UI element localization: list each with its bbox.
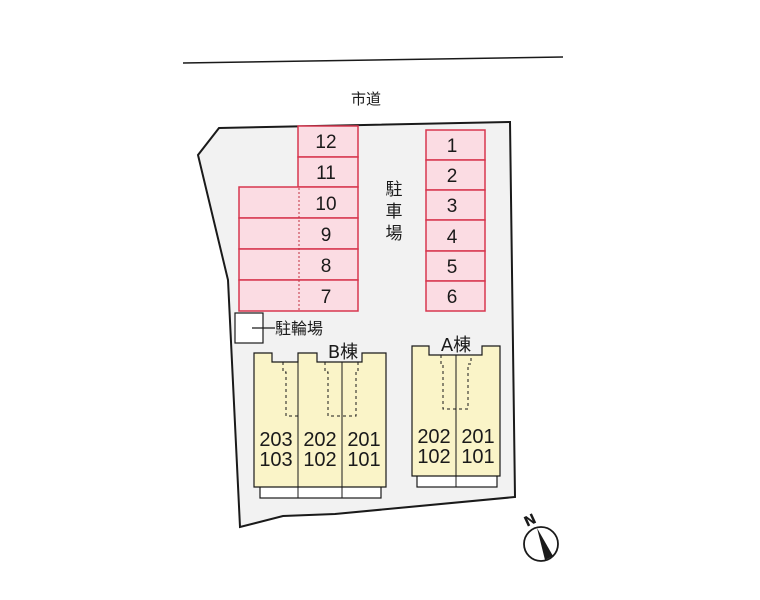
parking-space-2 [425, 159, 486, 191]
unit-102: 102 [303, 449, 336, 471]
unit-101: 101 [461, 446, 494, 468]
parking-label: 駐 車 場 [386, 180, 403, 244]
bicycle-parking-label: 駐輪場 [275, 319, 323, 338]
parking-space-12 [297, 125, 359, 158]
parking-block-right: 1 2 3 4 5 6 [425, 129, 486, 312]
building-b-label: B棟 [328, 342, 358, 363]
unit-102: 102 [417, 446, 450, 468]
space-label-12: 12 [315, 132, 336, 153]
parking-space-3 [425, 189, 486, 221]
parking-label-char: 車 [386, 202, 403, 222]
parking-space-1 [425, 129, 486, 161]
unit-201: 201 [347, 429, 380, 451]
parking-block-left: 12 11 10 9 8 7 [238, 125, 359, 312]
space-label-2: 2 [447, 166, 458, 187]
unit-201: 201 [461, 426, 494, 448]
building-a-label: A棟 [441, 335, 471, 356]
parking-space-4 [425, 219, 486, 252]
space-label-8: 8 [321, 256, 332, 277]
space-label-11: 11 [316, 163, 336, 184]
unit-202: 202 [303, 429, 336, 451]
space-label-7: 7 [321, 287, 332, 308]
parking-space-6 [425, 280, 486, 312]
north-compass-icon: N [522, 511, 559, 562]
balcony [416, 474, 498, 488]
space-label-1: 1 [447, 136, 458, 157]
space-label-4: 4 [447, 227, 458, 248]
road-label: 市道 [351, 90, 381, 108]
unit-202: 202 [417, 426, 450, 448]
building-a: A棟 202 102 201 101 [411, 335, 501, 488]
space-label-10: 10 [315, 194, 336, 215]
unit-101: 101 [347, 449, 380, 471]
bicycle-parking: 駐輪場 [234, 312, 323, 344]
unit-103: 103 [259, 449, 292, 471]
space-label-6: 6 [447, 287, 458, 308]
space-label-5: 5 [447, 257, 458, 278]
parking-label-char: 場 [386, 224, 403, 244]
road-line [182, 56, 564, 64]
space-label-9: 9 [321, 225, 332, 246]
parking-label-char: 駐 [386, 180, 403, 200]
unit-203: 203 [259, 429, 292, 451]
building-b: B棟 203 103 202 102 201 101 [253, 342, 387, 499]
building-b-outline [253, 352, 387, 488]
space-label-3: 3 [447, 196, 458, 217]
parking-space-5 [425, 250, 486, 282]
